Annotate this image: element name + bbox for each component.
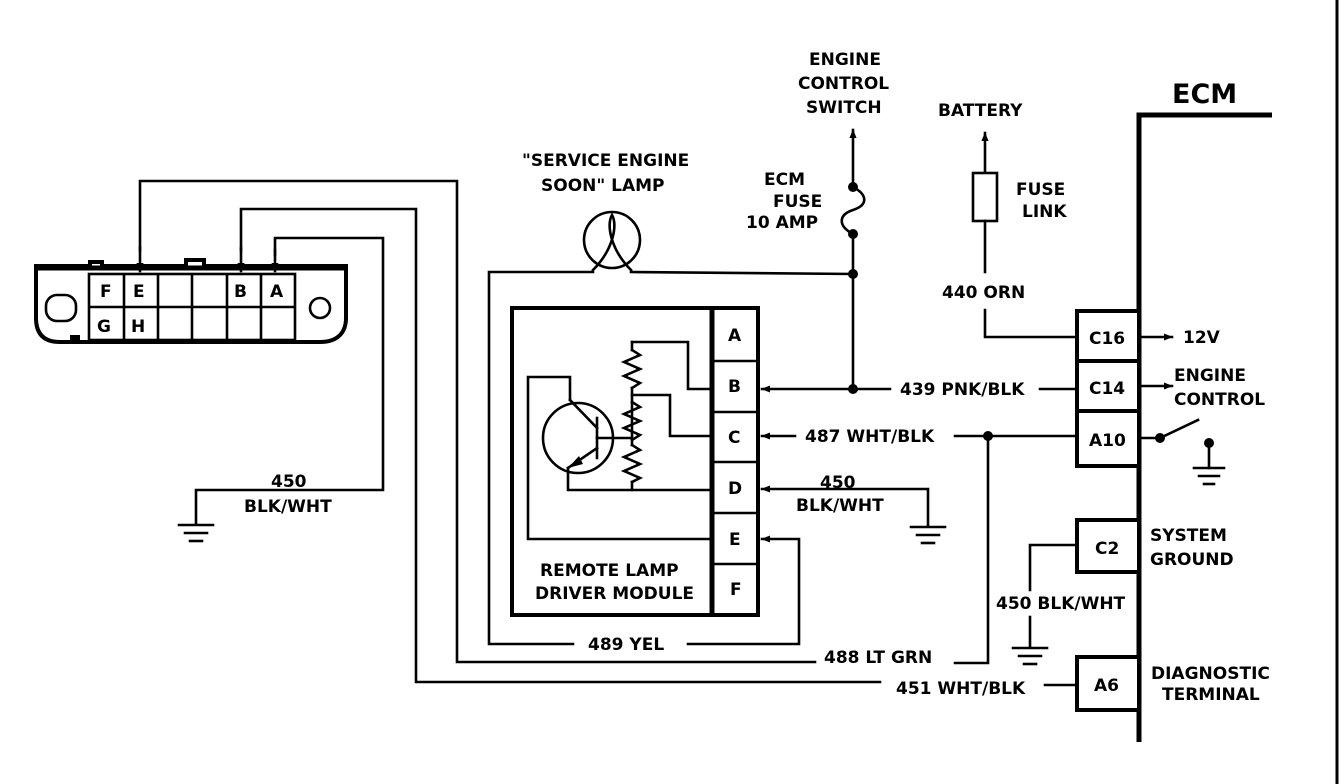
wire-450-ecm [1028, 543, 1079, 592]
connector-pin-f: F [100, 282, 112, 302]
wire-450-module-label-1: 450 [820, 473, 856, 493]
wire-488-label: 488 LT GRN [824, 648, 932, 668]
wire-488-left [138, 179, 817, 664]
connector-pin-h: H [131, 317, 145, 337]
ecm-pin-c2-label: C2 [1095, 539, 1119, 559]
ecm-pin-c16-label: C16 [1089, 329, 1125, 349]
connector-pin-g: G [97, 317, 111, 337]
wire-450-left-label-2: BLK/WHT [244, 497, 332, 517]
resistor-icon [620, 340, 644, 492]
wire-451-left [239, 207, 882, 684]
ecm-pin-a10: A10 [1075, 409, 1141, 468]
wire-451-label: 451 WHT/BLK [896, 679, 1026, 699]
ecm-fuse-icon [840, 182, 866, 239]
ground-icon [909, 525, 947, 545]
system-ground-label-2: GROUND [1150, 550, 1234, 570]
ecm-pin-a10-label: A10 [1089, 431, 1126, 451]
ground-icon [1011, 646, 1049, 666]
wire-450-module-label-2: BLK/WHT [796, 496, 884, 516]
a10-switch-icon [1137, 418, 1226, 486]
engine-control-switch-label-3: SWITCH [806, 98, 882, 118]
ecm-fuse-label-1: ECM [764, 170, 805, 190]
ecm-block: ECM [1136, 79, 1272, 742]
engine-control-switch-label-1: ENGINE [809, 50, 881, 70]
module-pin-d: D [728, 479, 742, 499]
wire-488-right [953, 434, 990, 665]
transistor-icon [541, 398, 634, 475]
ecm-pin-c14-label: C14 [1089, 379, 1125, 399]
connector-pin-a: A [270, 282, 284, 302]
module-pin-f: F [730, 580, 742, 600]
lamp-label-2: SOON" LAMP [541, 176, 665, 196]
wire-489-left [487, 270, 595, 646]
fuse-link-icon [971, 171, 999, 223]
module-pin-e: E [729, 530, 741, 550]
module-label-1: REMOTE LAMP [540, 561, 679, 581]
v12-label: 12V [1183, 328, 1221, 348]
engine-control-label-2: CONTROL [1174, 390, 1265, 410]
system-ground-label-1: SYSTEM [1150, 526, 1227, 546]
ecm-pin-c2: C2 [1075, 518, 1141, 574]
ecm-fuse-label-2: FUSE [773, 192, 822, 212]
internal-wire-c [630, 393, 714, 438]
ecm-fuse-label-3: 10 AMP [746, 213, 818, 233]
internal-wire-d [566, 466, 714, 492]
lamp-label-1: "SERVICE ENGINE [522, 151, 689, 171]
ecm-label: ECM [1172, 79, 1237, 110]
module-label-2: DRIVER MODULE [535, 584, 694, 604]
wire-489-label: 489 YEL [588, 635, 664, 655]
ecm-pin-c16: C16 [1075, 309, 1141, 363]
wire-440-lower [983, 308, 1079, 339]
ground-icon [177, 523, 215, 543]
wire-450-left [194, 236, 385, 525]
ecm-pin-a6-label: A6 [1094, 676, 1119, 696]
wire-440-label: 440 ORN [942, 283, 1025, 303]
battery-label: BATTERY [938, 101, 1023, 121]
module-pin-b: B [728, 377, 741, 397]
remote-lamp-driver-module: A B C D E F REMOTE LAMP DRIVER MODULE [510, 306, 760, 617]
engine-control-switch-label-2: CONTROL [798, 74, 889, 94]
fuse-link-label-1: FUSE [1016, 180, 1065, 200]
diagnostic-terminal-label-2: TERMINAL [1162, 685, 1260, 705]
connector-pin-b: B [234, 282, 247, 302]
ecm-pin-a6: A6 [1075, 655, 1141, 712]
wire-450-left-label-1: 450 [271, 472, 307, 492]
lamp-icon [582, 210, 642, 272]
wire-450-module [760, 485, 930, 527]
connector-pin-e: E [133, 282, 145, 302]
module-pin-a: A [728, 326, 742, 346]
wire-439-label: 439 PNK/BLK [900, 380, 1025, 400]
ecm-pin-c14: C14 [1075, 359, 1141, 413]
internal-wire-b [630, 340, 714, 391]
lamp-feed-wire [629, 270, 855, 276]
internal-wire-e [526, 375, 714, 541]
diagnostic-connector: F E B A G H [34, 258, 348, 344]
fuse-link-label-2: LINK [1022, 202, 1067, 222]
wire-489-right [686, 535, 801, 646]
wire-450-ecm-label: 450 BLK/WHT [996, 594, 1126, 614]
module-pin-c: C [728, 428, 740, 448]
engine-control-label-1: ENGINE [1174, 366, 1246, 386]
wire-487-label: 487 WHT/BLK [805, 427, 935, 447]
diagnostic-terminal-label-1: DIAGNOSTIC [1151, 664, 1270, 684]
